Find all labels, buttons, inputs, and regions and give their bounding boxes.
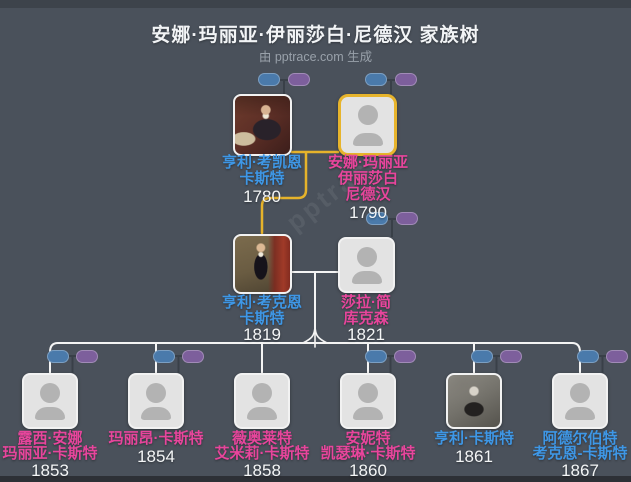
- person-node-lucy-anna-maria-cust-1853[interactable]: [22, 373, 78, 429]
- mini-father-pill[interactable]: [365, 350, 387, 363]
- avatar-placeholder-icon: [252, 382, 272, 403]
- person-year: 1853: [31, 461, 69, 480]
- person-node-henry-cockayne-cust-1819[interactable]: [233, 234, 292, 294]
- mini-mother-pill[interactable]: [500, 350, 522, 363]
- person-year: 1861: [455, 447, 493, 466]
- person-name: 莎拉·简: [341, 294, 391, 311]
- person-year: 1854: [137, 447, 175, 466]
- mini-mother-pill[interactable]: [394, 350, 416, 363]
- person-name: 玛丽亚·卡斯特: [2, 445, 98, 462]
- person-name: 阿德尔伯特: [542, 430, 618, 447]
- mini-mother-pill[interactable]: [182, 350, 204, 363]
- person-year: 1790: [349, 203, 387, 222]
- person-name: 薇奥莱特: [231, 430, 292, 447]
- mini-father-pill[interactable]: [47, 350, 69, 363]
- person-node-henry-cust-1861[interactable]: [446, 373, 502, 429]
- avatar-placeholder-icon: [356, 246, 377, 267]
- person-node-violet-emily-cust-1858[interactable]: [234, 373, 290, 429]
- mini-mother-pill[interactable]: [395, 73, 417, 86]
- person-name: 卡斯特: [239, 310, 285, 327]
- person-node-marion-cust-1854[interactable]: [128, 373, 184, 429]
- page-title: 安娜·玛丽亚·伊丽莎白·尼德汉 家族树: [151, 25, 480, 46]
- person-name: 亨利·考凯恩: [222, 154, 302, 171]
- person-name: 伊丽莎白: [337, 170, 398, 187]
- person-year: 1780: [243, 187, 281, 206]
- page-subtitle: 由 pptrace.com 生成: [258, 50, 373, 64]
- avatar-placeholder-icon: [570, 382, 590, 403]
- person-name: 亨利·卡斯特: [434, 430, 514, 447]
- person-name: 艾米莉·卡斯特: [214, 445, 310, 462]
- person-name: 卡斯特: [239, 170, 285, 187]
- mini-pill-connectors: [69, 79, 606, 373]
- person-name: 考克恩-卡斯特: [532, 445, 628, 462]
- mini-mother-pill[interactable]: [606, 350, 628, 363]
- person-year: 1819: [243, 325, 281, 344]
- gen1-gold-lines: [260, 150, 340, 235]
- mini-mother-pill[interactable]: [288, 73, 310, 86]
- avatar-placeholder-icon: [357, 105, 378, 126]
- mini-father-pill[interactable]: [153, 350, 175, 363]
- person-name: 安娜·玛丽亚: [328, 154, 408, 171]
- person-name: 凯瑟琳·卡斯特: [320, 445, 416, 462]
- mini-father-pill[interactable]: [365, 73, 387, 86]
- top-edge-bar: [0, 0, 631, 8]
- person-name: 亨利·考克恩: [222, 294, 302, 311]
- person-year: 1858: [243, 461, 281, 480]
- avatar-placeholder-icon: [358, 382, 378, 403]
- person-name: 尼德汉: [345, 186, 391, 203]
- person-name: 安妮特: [345, 430, 391, 447]
- person-node-sarah-jane-cookson-1821[interactable]: [338, 237, 395, 293]
- avatar-placeholder-icon: [40, 382, 60, 403]
- person-name: 库克森: [343, 310, 389, 327]
- person-year: 1867: [561, 461, 599, 480]
- person-name: 玛丽昂·卡斯特: [108, 430, 204, 447]
- mini-mother-pill[interactable]: [76, 350, 98, 363]
- bottom-edge-bar: [0, 476, 631, 482]
- person-node-henry-cockayne-cust-1780[interactable]: [233, 94, 292, 156]
- mini-mother-pill[interactable]: [396, 212, 418, 225]
- person-name: 露西·安娜: [17, 430, 83, 447]
- mini-father-pill[interactable]: [577, 350, 599, 363]
- person-year: 1821: [347, 325, 385, 344]
- person-node-annette-catherine-cust-1860[interactable]: [340, 373, 396, 429]
- person-node-adelbert-cockayne-cust-1867[interactable]: [552, 373, 608, 429]
- avatar-placeholder-icon: [146, 382, 166, 403]
- mini-father-pill[interactable]: [258, 73, 280, 86]
- person-node-anna-maria-elizabeth-needham-1790[interactable]: [338, 94, 397, 156]
- person-year: 1860: [349, 461, 387, 480]
- mini-father-pill[interactable]: [366, 212, 388, 225]
- mini-father-pill[interactable]: [471, 350, 493, 363]
